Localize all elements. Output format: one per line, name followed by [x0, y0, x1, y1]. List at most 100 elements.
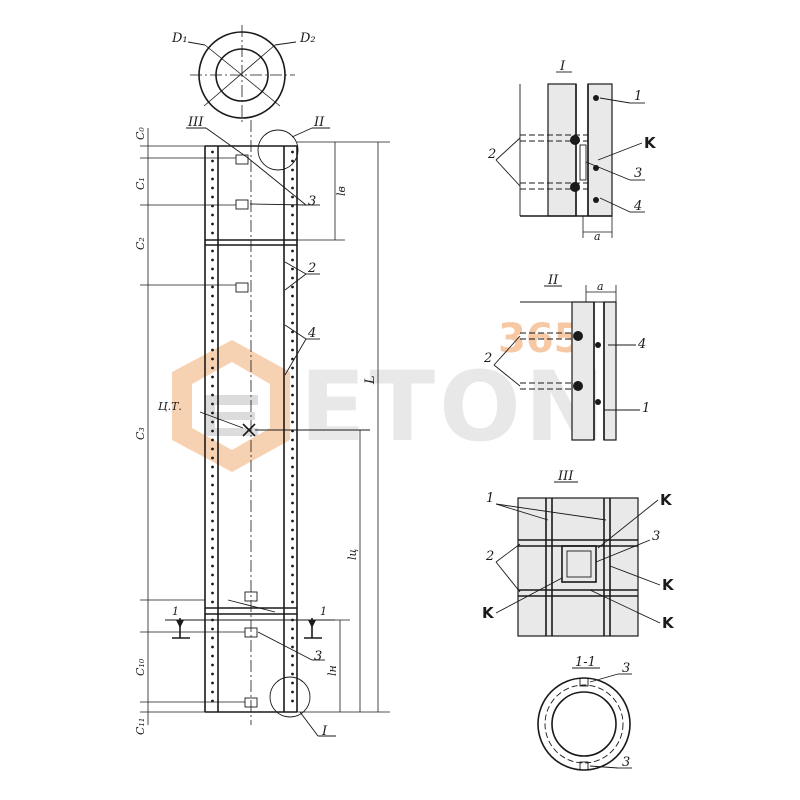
rebar-dot	[211, 429, 214, 433]
rebar-dot	[211, 591, 214, 595]
rebar-dot	[211, 636, 214, 640]
rebar-dot	[291, 168, 294, 172]
svg-text:1: 1	[642, 401, 650, 416]
rebar-dot	[291, 402, 294, 406]
svg-text:K: K	[660, 491, 673, 509]
svg-text:4: 4	[633, 199, 642, 214]
label-c11: C₁₁	[134, 718, 147, 735]
rebar-dot	[211, 312, 214, 316]
svg-text:3: 3	[314, 649, 322, 664]
rebar-dot	[211, 501, 214, 505]
svg-text:2: 2	[485, 549, 494, 564]
rebar-dot	[291, 393, 294, 397]
insert-plate	[235, 282, 249, 293]
rebar-dot	[211, 195, 214, 199]
rebar-dot	[211, 168, 214, 172]
rebar-dot	[291, 357, 294, 361]
label-lu: lц	[346, 548, 359, 560]
rebar-dot	[211, 330, 214, 334]
rebar-dot	[291, 285, 294, 289]
plan-view: D₁ D₂	[171, 25, 316, 125]
rebar-dot	[211, 654, 214, 658]
svg-text:4: 4	[637, 337, 646, 352]
insert-plate	[244, 697, 258, 708]
rebar-dot	[211, 339, 214, 343]
svg-text:a: a	[594, 230, 601, 243]
svg-text:2: 2	[307, 261, 316, 276]
rebar-dot	[211, 222, 214, 226]
rebar-dots	[211, 150, 294, 703]
label-c1: C₁	[134, 177, 147, 190]
rebar-dot	[291, 573, 294, 577]
label-d1: D₁	[171, 31, 188, 46]
svg-text:2: 2	[487, 147, 496, 162]
rebar-dot	[291, 492, 294, 496]
svg-text:K: K	[644, 134, 657, 152]
rebar-dot	[291, 366, 294, 370]
right-dimensions: lв L lц lн	[297, 141, 390, 713]
rebar-dot	[291, 222, 294, 226]
rebar-dot	[291, 465, 294, 469]
rebar-dot	[211, 402, 214, 406]
rebar-dot	[211, 447, 214, 451]
rebar-dot	[291, 213, 294, 217]
insert-plate	[235, 154, 249, 165]
rebar-dot	[291, 510, 294, 514]
svg-text:K: K	[662, 614, 675, 632]
rebar-dot	[291, 681, 294, 685]
rebar-dot	[211, 420, 214, 424]
rebar-dot	[211, 555, 214, 559]
detail-III: III 1 2 K 3 K K K	[482, 469, 675, 637]
label-detail-II: II	[313, 115, 325, 130]
rebar-dot	[291, 474, 294, 478]
rebar-dot	[291, 195, 294, 199]
rebar-dot	[211, 573, 214, 577]
rebar-dot	[211, 258, 214, 262]
watermark-logo-mark	[172, 340, 290, 472]
rebar-dot	[291, 384, 294, 388]
rebar-dot	[211, 357, 214, 361]
label-centre-gravity: Ц.Т.	[158, 400, 182, 413]
rebar-dot	[291, 330, 294, 334]
insert-plate	[244, 591, 258, 602]
rebar-dot	[291, 483, 294, 487]
label-section: 1-1	[575, 655, 596, 670]
rebar-dot	[291, 267, 294, 271]
rebar-dot	[211, 375, 214, 379]
svg-text:1: 1	[486, 491, 494, 506]
svg-text:1: 1	[320, 605, 327, 618]
svg-text:1: 1	[172, 605, 179, 618]
insert-plate	[235, 199, 249, 210]
svg-text:3: 3	[634, 166, 642, 181]
svg-text:I: I	[559, 59, 566, 74]
rebar-dot	[211, 483, 214, 487]
rebar-dot	[291, 177, 294, 181]
svg-text:3: 3	[652, 529, 660, 544]
rebar-dot	[211, 159, 214, 163]
rebar-dot	[291, 303, 294, 307]
rebar-dot	[291, 654, 294, 658]
rebar-dot	[211, 600, 214, 604]
rebar-dot	[291, 582, 294, 586]
rebar-dot	[211, 213, 214, 217]
rebar-dot	[291, 438, 294, 442]
rebar-dot	[291, 276, 294, 280]
rebar-dot	[211, 672, 214, 676]
rebar-dot	[291, 555, 294, 559]
label-lb: lв	[335, 186, 348, 196]
rebar-dot	[291, 339, 294, 343]
rebar-dot	[291, 519, 294, 523]
rebar-dot	[211, 186, 214, 190]
rebar-dot	[211, 231, 214, 235]
rebar-dot	[211, 249, 214, 253]
rebar-dot	[211, 537, 214, 541]
label-lh: lн	[326, 665, 339, 676]
rebar-dot	[211, 411, 214, 415]
rebar-dot	[291, 348, 294, 352]
rebar-dot	[211, 492, 214, 496]
rebar-dot	[211, 564, 214, 568]
rebar-dot	[211, 690, 214, 694]
svg-text:1: 1	[634, 89, 642, 104]
label-c10: C₁₀	[134, 658, 147, 676]
